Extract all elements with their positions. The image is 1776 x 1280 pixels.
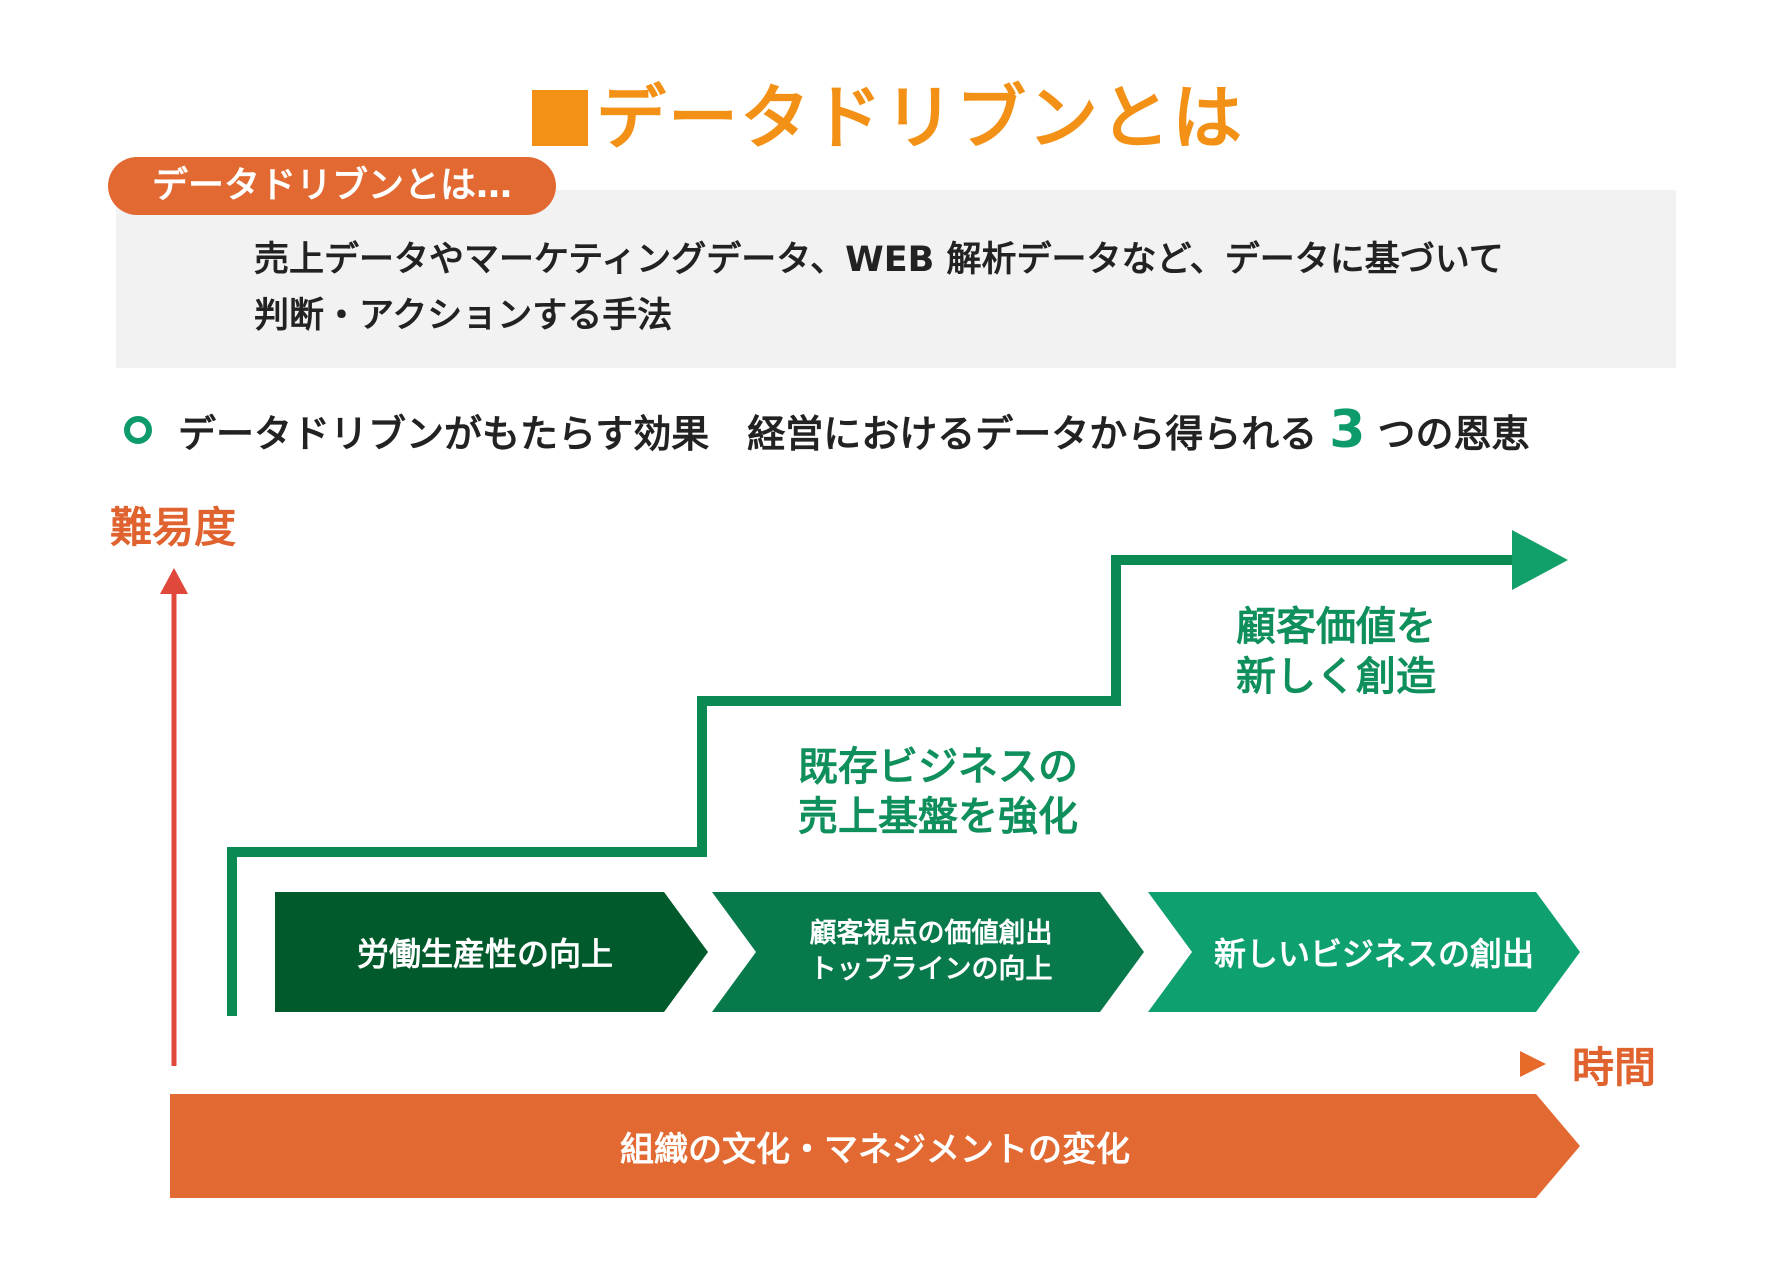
square-icon (532, 90, 588, 146)
stage-2-line-2: トップラインの向上 (809, 954, 1053, 985)
subheading-suffix: つの恩恵 (1377, 411, 1530, 456)
definition-line-1: 売上データやマーケティングデータ、WEB 解析データなど、データに基づいて (254, 240, 1504, 280)
stage-1-shape (275, 892, 708, 1012)
x-axis-arrowhead-icon (1520, 1051, 1546, 1077)
subheading-number: 3 (1329, 400, 1366, 460)
step-label-2-line-1: 既存ビジネスの (798, 744, 1078, 790)
bottom-banner-label: 組織の文化・マネジメントの変化 (170, 1094, 1580, 1198)
definition-label: データドリブンとは… (108, 157, 556, 215)
y-axis (160, 568, 188, 1066)
bottom-banner-text: 組織の文化・マネジメントの変化 (620, 1129, 1130, 1170)
step-label-2: 既存ビジネスの 売上基盤を強化 (798, 742, 1078, 842)
subheading-text: データドリブンがもたらす効果 経営におけるデータから得られる (178, 411, 1318, 456)
ring-bullet-icon (124, 416, 152, 444)
x-axis (172, 1051, 1546, 1077)
y-axis-label: 難易度 (110, 503, 237, 552)
step-label-3-line-1: 顧客価値を (1236, 604, 1436, 650)
definition-box (116, 190, 1676, 368)
stage-2-shape (712, 892, 1144, 1012)
bottom-banner-shape (170, 1094, 1580, 1198)
x-axis-label: 時間 (1572, 1043, 1657, 1092)
y-axis-arrowhead-icon (160, 568, 188, 594)
step-label-3: 顧客価値を 新しく創造 (1236, 602, 1436, 702)
definition-text: 売上データやマーケティングデータ、WEB 解析データなど、データに基づいて 判断… (254, 232, 1594, 344)
stage-2-label: 顧客視点の価値創出 トップラインの向上 (740, 892, 1122, 1012)
stage-1-label: 労働生産性の向上 (275, 892, 695, 1012)
step-arrowhead-icon (1512, 530, 1568, 590)
stage-3-shape (1148, 892, 1580, 1012)
step-line (227, 530, 1568, 1016)
step-label-2-line-2: 売上基盤を強化 (798, 794, 1078, 840)
stage-3-line-1: 新しいビジネスの創出 (1213, 935, 1534, 973)
stage-3-label: 新しいビジネスの創出 (1180, 892, 1568, 1012)
step-label-3-line-2: 新しく創造 (1236, 654, 1436, 700)
page-title: データドリブンとは (0, 62, 1776, 163)
stage-2-line-1: 顧客視点の価値創出 (809, 918, 1053, 949)
subheading: データドリブンがもたらす効果 経営におけるデータから得られる 3 つの恩恵 (124, 400, 1529, 460)
definition-line-2: 判断・アクションする手法 (254, 296, 673, 336)
stage-1-line-1: 労働生産性の向上 (356, 935, 613, 973)
page-title-text: データドリブンとは (596, 77, 1244, 159)
